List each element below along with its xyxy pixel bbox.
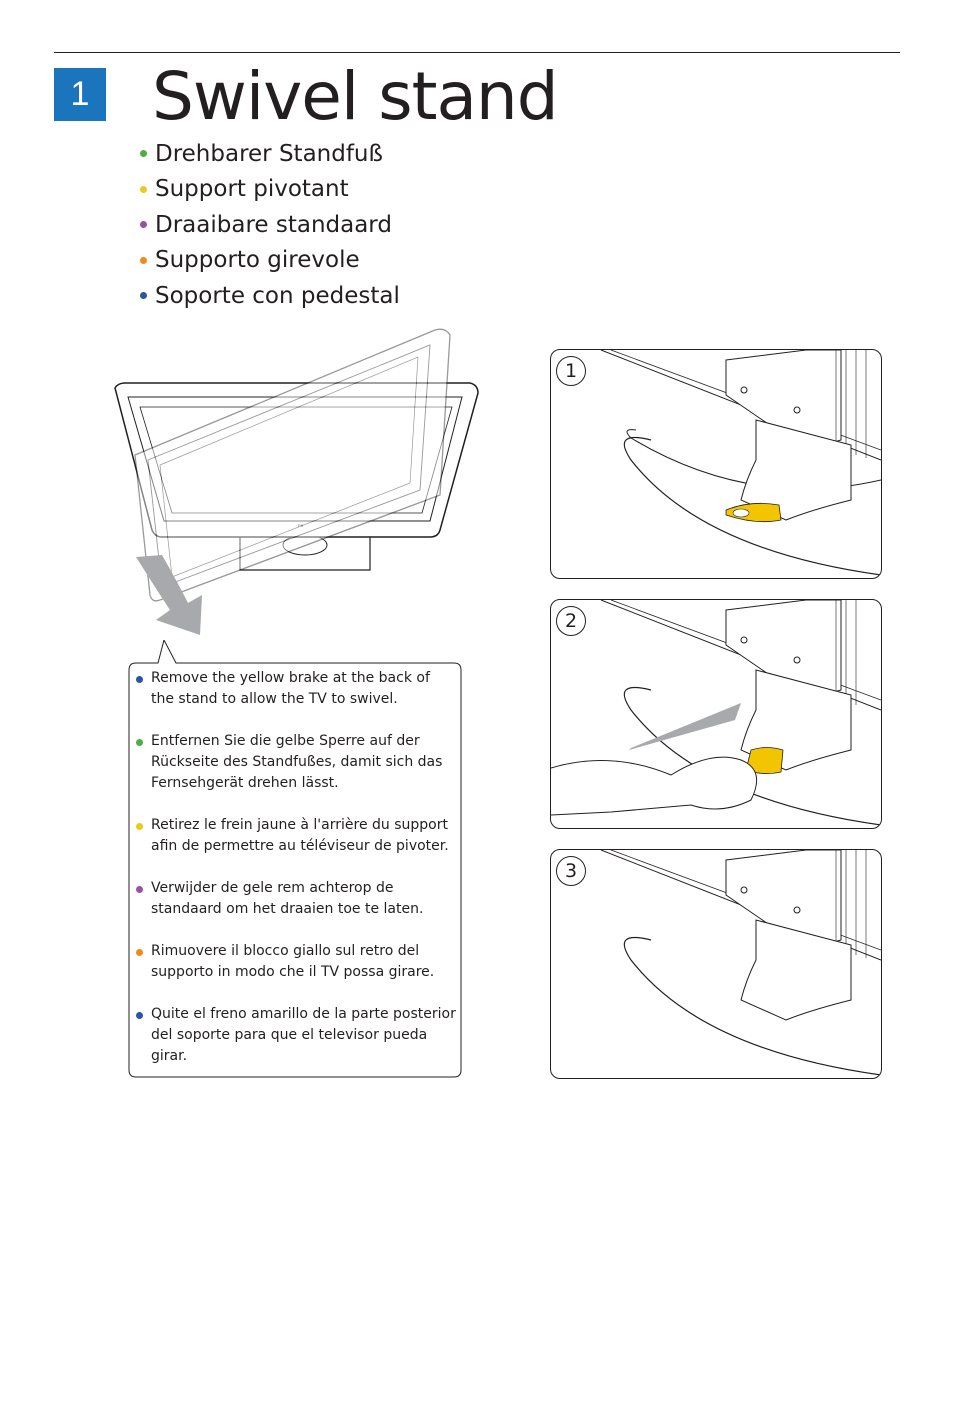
stand-brake-removal-illustration bbox=[551, 600, 881, 826]
instruction-en: Remove the yellow brake at the back of t… bbox=[136, 668, 456, 710]
bullet-dot bbox=[136, 823, 143, 830]
instruction-fr: Retirez le frein jaune à l'arrière du su… bbox=[136, 815, 456, 857]
bullet-dot bbox=[136, 1012, 143, 1019]
step-panel-2: 2 bbox=[550, 599, 882, 829]
tv-swivel-illustration: PS bbox=[114, 328, 479, 635]
step-number-badge: 2 bbox=[556, 606, 586, 636]
bullet-dot bbox=[136, 886, 143, 893]
stand-brake-attached-illustration bbox=[600, 350, 881, 576]
instruction-callout-box bbox=[128, 640, 462, 1078]
title-translation-it: Supporto girevole bbox=[140, 243, 400, 279]
page-title: Swivel stand bbox=[152, 58, 559, 135]
bullet-dot bbox=[136, 739, 143, 746]
instruction-it: Rimuovere il blocco giallo sul retro del… bbox=[136, 941, 456, 983]
title-translation-fr: Support pivotant bbox=[140, 172, 400, 208]
stand-brake-removed-illustration bbox=[600, 850, 881, 1076]
step-number-badge: 1 bbox=[556, 356, 586, 386]
step-panel-1: 1 bbox=[550, 349, 882, 579]
bullet-dot bbox=[140, 292, 147, 300]
bullet-dot bbox=[136, 676, 143, 683]
bullet-dot bbox=[140, 185, 147, 193]
title-translation-nl: Draaibare standaard bbox=[140, 207, 400, 243]
top-rule bbox=[54, 52, 900, 53]
bullet-dot bbox=[140, 221, 147, 229]
bullet-dot bbox=[140, 150, 147, 158]
bullet-dot bbox=[136, 949, 143, 956]
instruction-nl: Verwijder de gele rem achterop de standa… bbox=[136, 878, 456, 920]
step-panel-3: 3 bbox=[550, 849, 882, 1079]
title-translation-es: Soporte con pedestal bbox=[140, 278, 400, 314]
title-translation-de: Drehbarer Standfuß bbox=[140, 136, 400, 172]
section-number-badge: 1 bbox=[54, 68, 106, 121]
title-translations: Drehbarer Standfuß Support pivotant Draa… bbox=[140, 136, 400, 314]
step-number-badge: 3 bbox=[556, 856, 586, 886]
svg-text:PS: PS bbox=[298, 523, 304, 528]
bullet-dot bbox=[140, 256, 147, 264]
instruction-es: Quite el freno amarillo de la parte post… bbox=[136, 1004, 456, 1067]
instruction-list: Remove the yellow brake at the back of t… bbox=[136, 668, 456, 1088]
instruction-de: Entfernen Sie die gelbe Sperre auf der R… bbox=[136, 731, 456, 794]
